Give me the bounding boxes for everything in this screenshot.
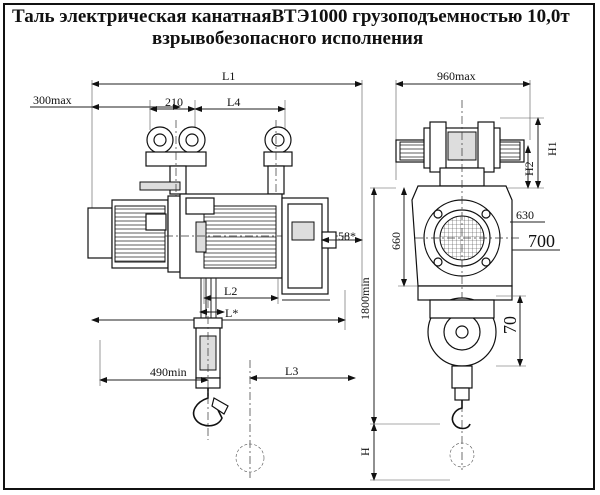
dim-h2: H2 (522, 161, 536, 176)
dim-h: H (358, 447, 372, 456)
dim-660: 660 (389, 232, 403, 250)
dim-l1: L1 (222, 69, 235, 83)
dim-58: 58* (338, 229, 356, 243)
title-line-1: Таль электрическая канатнаяВТЭ1000 грузо… (12, 6, 570, 27)
dim-1800min: 1800min (358, 277, 372, 320)
dim-l3: L3 (285, 364, 298, 378)
dim-lstar: L* (225, 306, 238, 320)
drawing-frame (3, 3, 595, 490)
dim-630: 630 (516, 208, 534, 222)
dim-960max: 960max (437, 69, 476, 83)
dim-210: 210 (165, 95, 183, 109)
dim-700: 700 (528, 231, 555, 251)
dim-490min: 490min (150, 365, 187, 379)
front-view (370, 80, 560, 481)
drawing-title: Таль электрическая канатнаяВТЭ1000 грузо… (12, 6, 592, 50)
title-line-2: взрывобезопасного исполнения (152, 28, 424, 49)
side-view (30, 80, 363, 478)
dim-300max: 300max (33, 93, 72, 107)
dim-l2: L2 (224, 284, 237, 298)
dim-h1: H1 (545, 141, 559, 156)
dim-l4: L4 (227, 95, 240, 109)
dim-70: 70 (500, 316, 520, 334)
